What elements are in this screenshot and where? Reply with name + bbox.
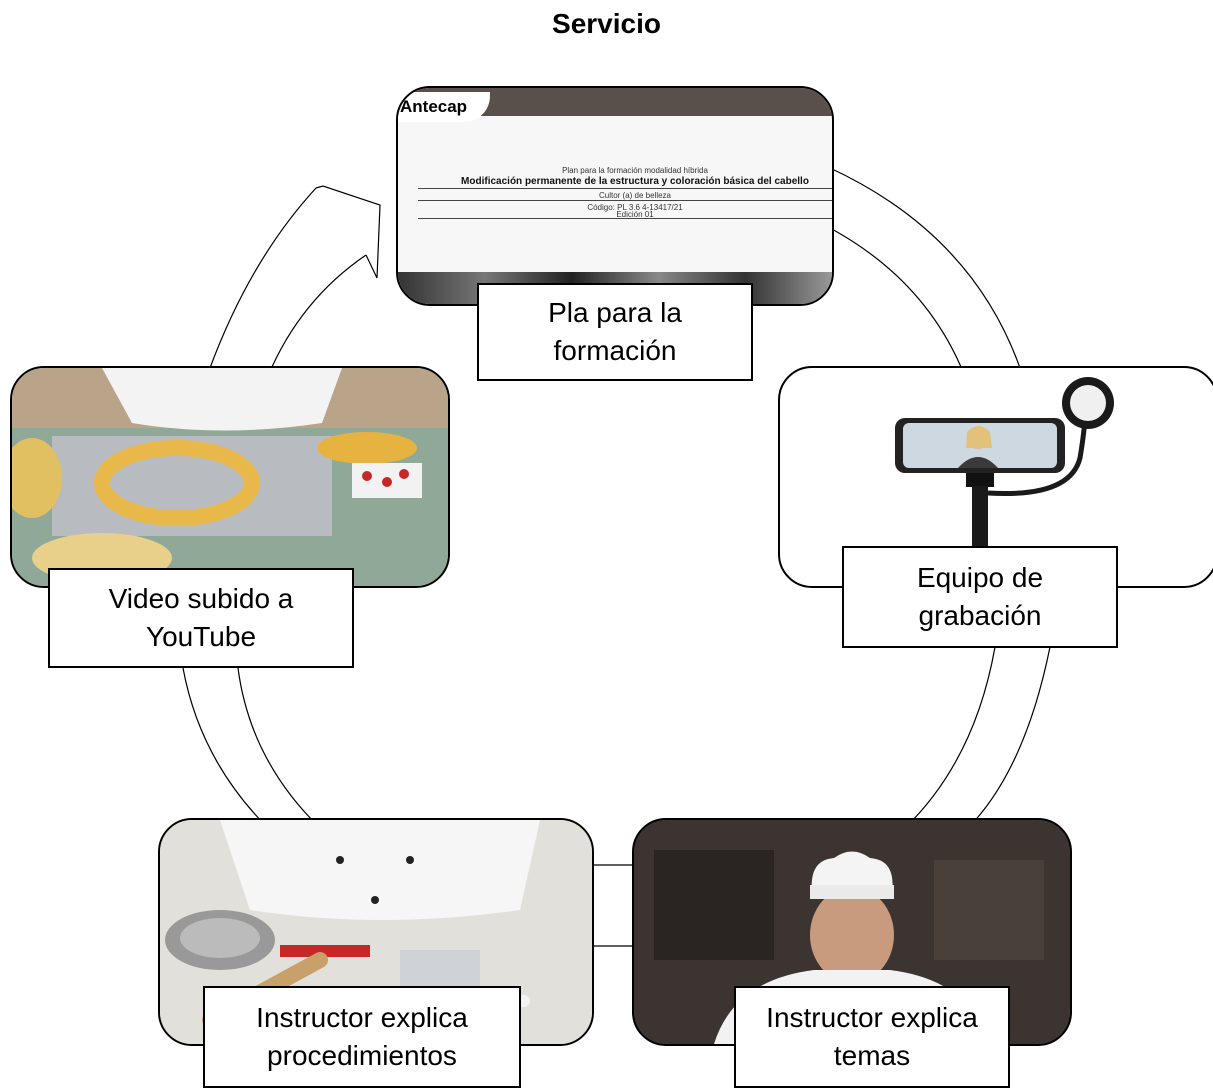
cycle-segment xyxy=(182,667,269,829)
document-subtitle: Plan para la formación modalidad híbrida xyxy=(562,166,708,175)
document-code: Código: PL 3.6 4-13417/21 xyxy=(587,203,683,212)
video-caption: Video subido a YouTube xyxy=(48,568,354,668)
cycle-segment xyxy=(904,646,996,829)
cycle-segment xyxy=(829,167,1029,394)
cycle-arrow-segment xyxy=(209,187,317,369)
cycle-segment xyxy=(237,667,321,829)
divider xyxy=(418,218,832,219)
pastry-tray-illustration xyxy=(12,368,448,586)
topics-caption: Instructor explica temas xyxy=(734,986,1010,1088)
document-edition: Edición 01 xyxy=(616,210,654,219)
divider xyxy=(418,188,832,189)
procedures-caption: Instructor explica procedimientos xyxy=(203,986,521,1088)
cycle-arrow-segment xyxy=(267,254,367,377)
cycle-arrowhead xyxy=(315,185,381,279)
plan-document-image: Antecap Plan para la formación modalidad… xyxy=(396,86,834,306)
document-heading: Modificación permanente de la estructura… xyxy=(461,176,809,187)
equipment-caption: Equipo de grabación xyxy=(842,546,1118,648)
document-role: Cultor (a) de belleza xyxy=(598,191,672,200)
diagram-title: Servicio xyxy=(552,8,661,39)
divider xyxy=(418,200,832,201)
brand-logo: Antecap xyxy=(398,92,490,122)
plan-caption: Pla para la formación xyxy=(477,283,753,381)
youtube-video-image xyxy=(10,366,450,588)
cycle-segment xyxy=(967,646,1051,829)
